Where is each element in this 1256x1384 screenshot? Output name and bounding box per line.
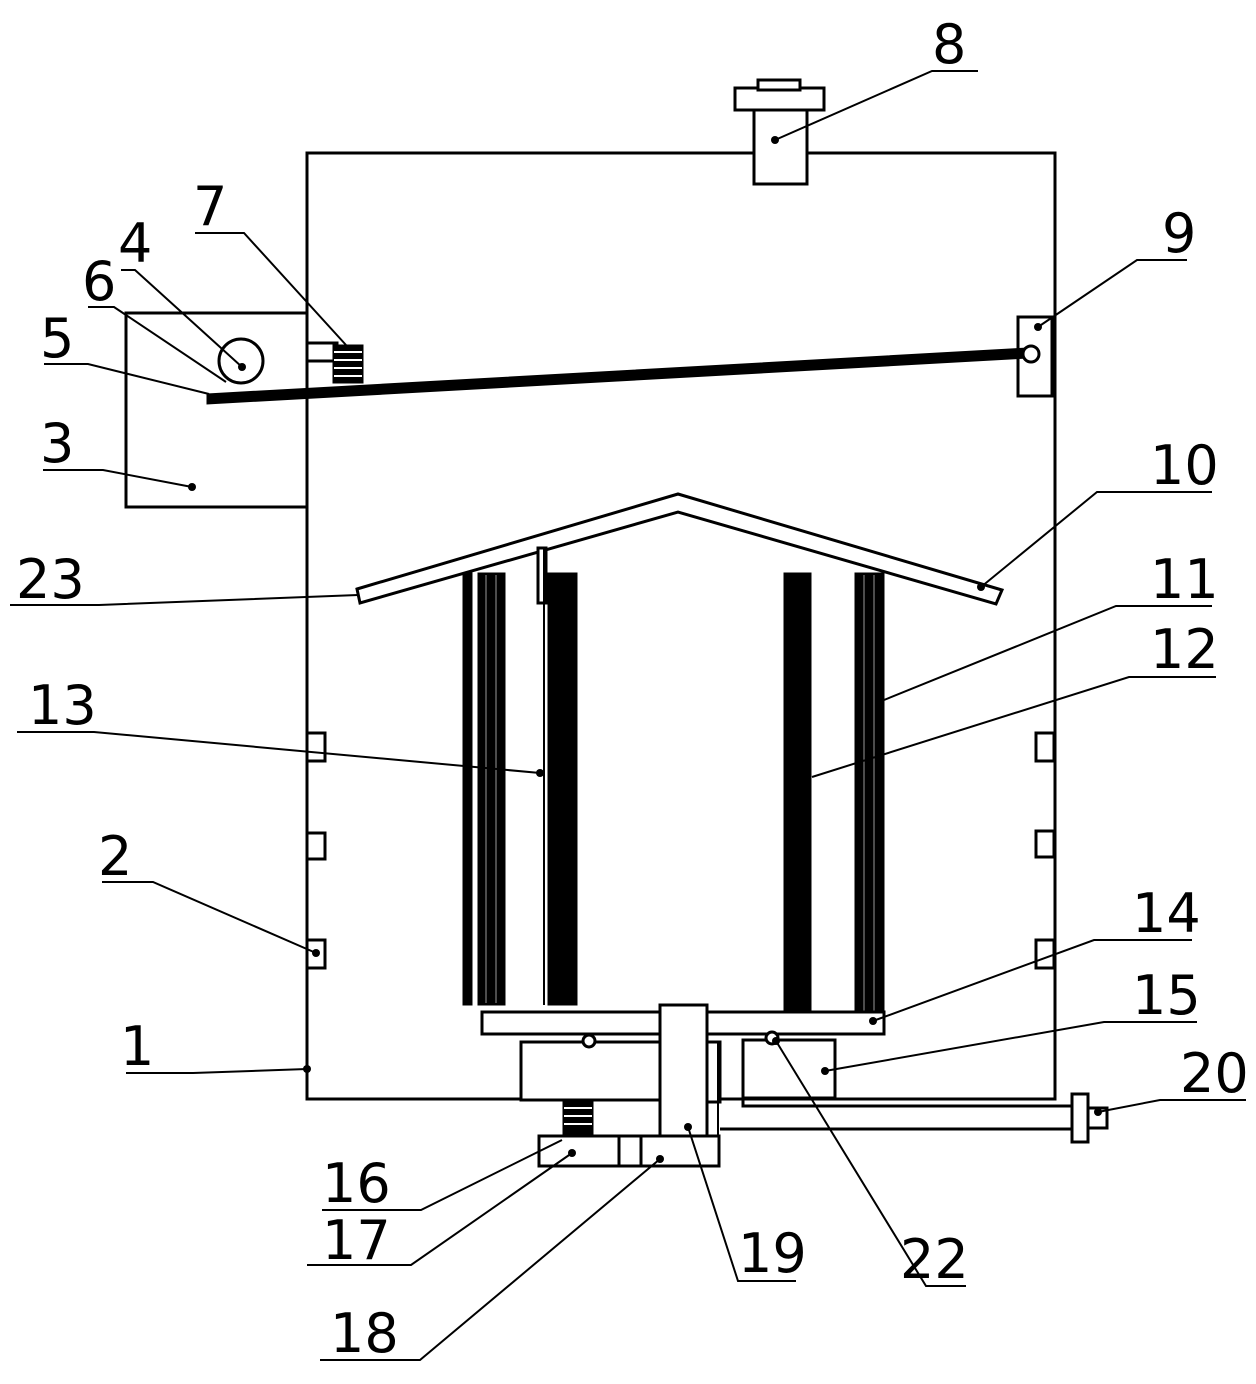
left-mesh-column bbox=[477, 572, 506, 1006]
label-23: 23 bbox=[16, 548, 85, 611]
pivot-bracket bbox=[1016, 315, 1054, 398]
label-11: 11 bbox=[1150, 548, 1219, 611]
label-10: 10 bbox=[1150, 434, 1219, 497]
side-box bbox=[124, 311, 307, 509]
right-solid-column bbox=[783, 572, 812, 1014]
housing bbox=[305, 151, 1057, 1101]
label-5: 5 bbox=[40, 307, 74, 370]
label-20: 20 bbox=[1180, 1042, 1249, 1105]
label-8: 8 bbox=[932, 13, 966, 76]
label-15: 15 bbox=[1132, 964, 1201, 1027]
label-22: 22 bbox=[900, 1228, 969, 1291]
outlet-pipe-upper bbox=[741, 1098, 1076, 1108]
top-port-cap-top bbox=[756, 78, 802, 92]
outlet-valve bbox=[1070, 1092, 1090, 1144]
bottom-block-18 bbox=[639, 1134, 721, 1168]
shaft-side-bar bbox=[705, 1040, 722, 1104]
wheel bbox=[217, 337, 265, 385]
label-13: 13 bbox=[28, 674, 97, 737]
bottom-block-17 bbox=[537, 1134, 621, 1168]
left-solid-column bbox=[547, 572, 578, 1006]
pivot-pin bbox=[1021, 344, 1041, 364]
gear bbox=[562, 1099, 594, 1137]
housing-nubs bbox=[305, 731, 1056, 970]
leader-lines bbox=[10, 70, 1246, 1361]
lever bbox=[206, 347, 1029, 405]
label-7: 7 bbox=[193, 175, 227, 238]
label-16: 16 bbox=[322, 1152, 391, 1215]
top-port-body bbox=[752, 108, 809, 186]
label-18: 18 bbox=[330, 1302, 399, 1365]
leader-dots bbox=[188, 136, 1102, 1163]
bottom-block-mid bbox=[617, 1134, 643, 1168]
label-19: 19 bbox=[738, 1222, 807, 1285]
label-3: 3 bbox=[40, 412, 74, 475]
left-thin-column bbox=[462, 572, 473, 1006]
post bbox=[536, 546, 548, 605]
label-14: 14 bbox=[1132, 882, 1201, 945]
roof-cover bbox=[355, 492, 1005, 606]
right-box bbox=[741, 1038, 837, 1100]
left-motor-box bbox=[519, 1040, 663, 1102]
label-2: 2 bbox=[98, 825, 132, 888]
label-4: 4 bbox=[118, 212, 152, 275]
outlet-nozzle bbox=[1086, 1106, 1109, 1130]
label-6: 6 bbox=[82, 250, 116, 313]
label-12: 12 bbox=[1150, 618, 1219, 681]
label-9: 9 bbox=[1162, 202, 1196, 265]
left-bearing bbox=[581, 1033, 597, 1049]
right-mesh-column bbox=[854, 572, 885, 1014]
spring-block bbox=[332, 344, 364, 384]
label-1: 1 bbox=[120, 1015, 154, 1078]
label-17: 17 bbox=[322, 1209, 391, 1272]
